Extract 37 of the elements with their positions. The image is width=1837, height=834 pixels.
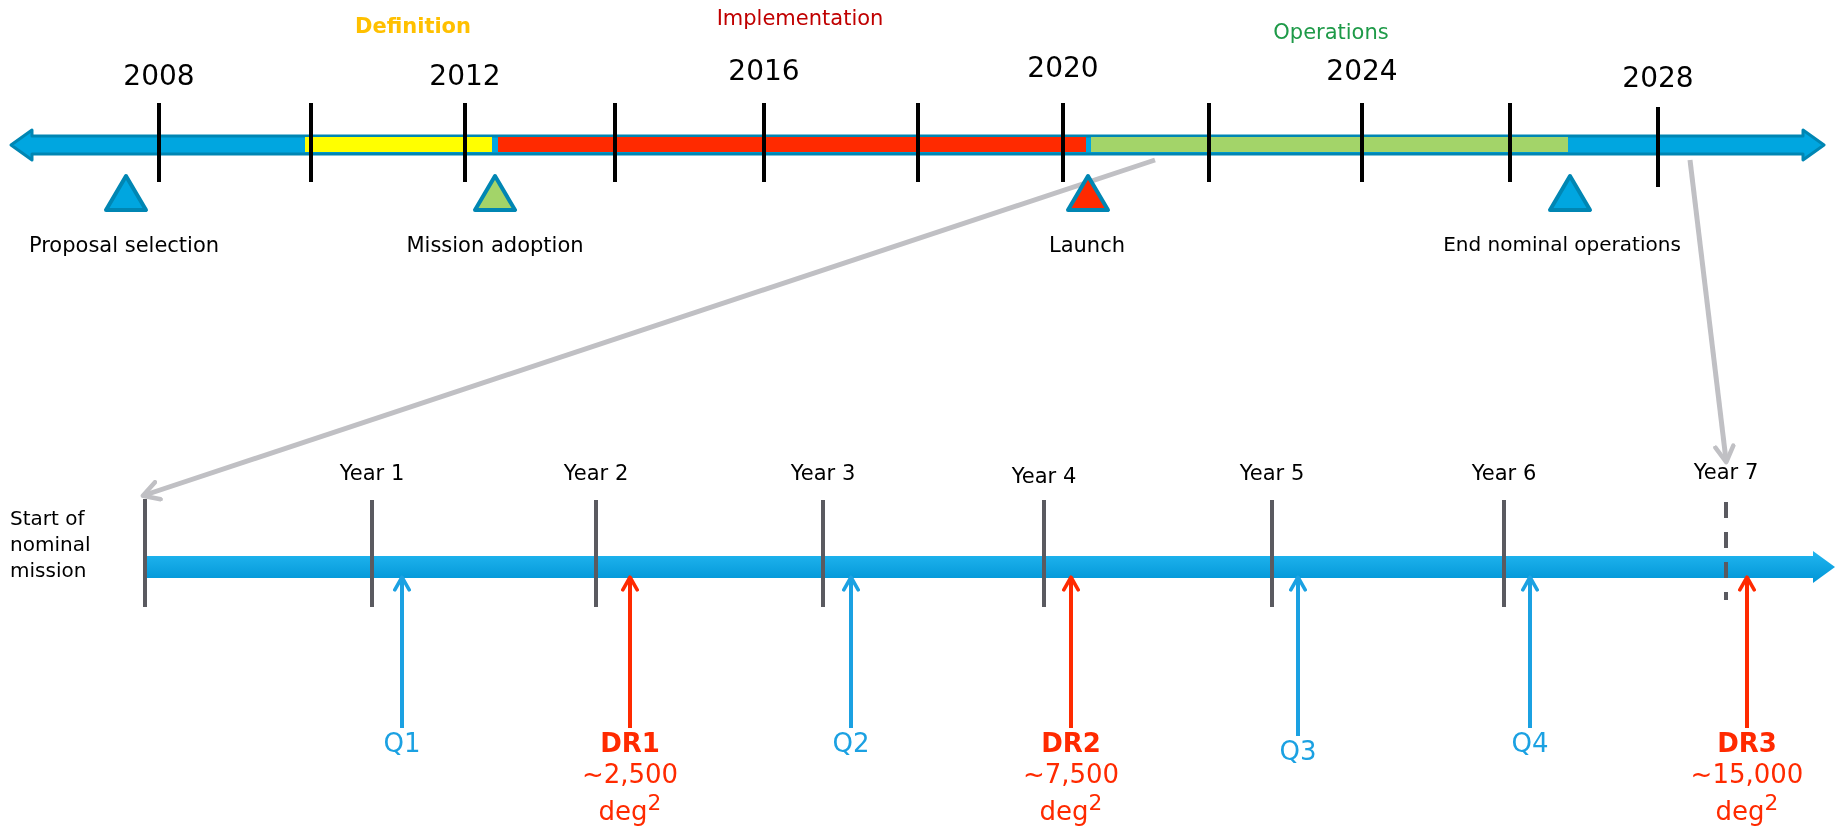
year-label: Year 4	[1011, 464, 1077, 489]
arrow	[393, 575, 411, 728]
arrow	[140, 157, 1156, 502]
start-label: Start of nominal mission	[10, 505, 92, 583]
year-label: 2012	[429, 60, 501, 93]
arrow	[1289, 575, 1307, 736]
data-release-label: DR1 ~2,500 deg$^{2}$	[567, 728, 693, 828]
year-label: Year 7	[1676, 460, 1776, 490]
milestone-label: Launch	[1049, 233, 1125, 258]
year-label: 2016	[728, 55, 800, 88]
data-release-label: DR2 ~7,500 deg$^{2}$	[1008, 728, 1134, 828]
data-release-label: DR3 ~15,000 deg$^{2}$	[1684, 728, 1810, 828]
year-label: Year 5	[1239, 461, 1305, 486]
quarter-label: Q3	[1268, 736, 1328, 768]
milestone-label: Proposal selection	[28, 233, 220, 258]
year-label: Year 1	[339, 461, 405, 486]
year-label: Year 2	[563, 461, 629, 486]
year-label: Year 3	[790, 461, 856, 486]
arrow	[1687, 159, 1736, 465]
arrow	[1521, 575, 1539, 728]
milestone-label: Mission adoption	[406, 233, 584, 258]
phase-label: Definition	[355, 14, 471, 39]
year-label: 2020	[1027, 52, 1099, 85]
year-label: Year 6	[1471, 461, 1537, 486]
arrow	[621, 575, 639, 728]
year-label: 2028	[1622, 62, 1694, 95]
year-label: 2008	[123, 60, 195, 93]
quarter-label: Q4	[1500, 728, 1560, 760]
arrow	[1062, 575, 1080, 728]
milestone-label: End nominal operations	[1443, 233, 1681, 256]
quarter-label: Q2	[821, 728, 881, 760]
quarter-label: Q1	[372, 728, 432, 760]
phase-label: Implementation	[716, 6, 884, 31]
arrow	[1738, 575, 1756, 728]
phase-label: Operations	[1273, 20, 1389, 45]
year-label: 2024	[1326, 55, 1398, 88]
arrow	[842, 575, 860, 728]
